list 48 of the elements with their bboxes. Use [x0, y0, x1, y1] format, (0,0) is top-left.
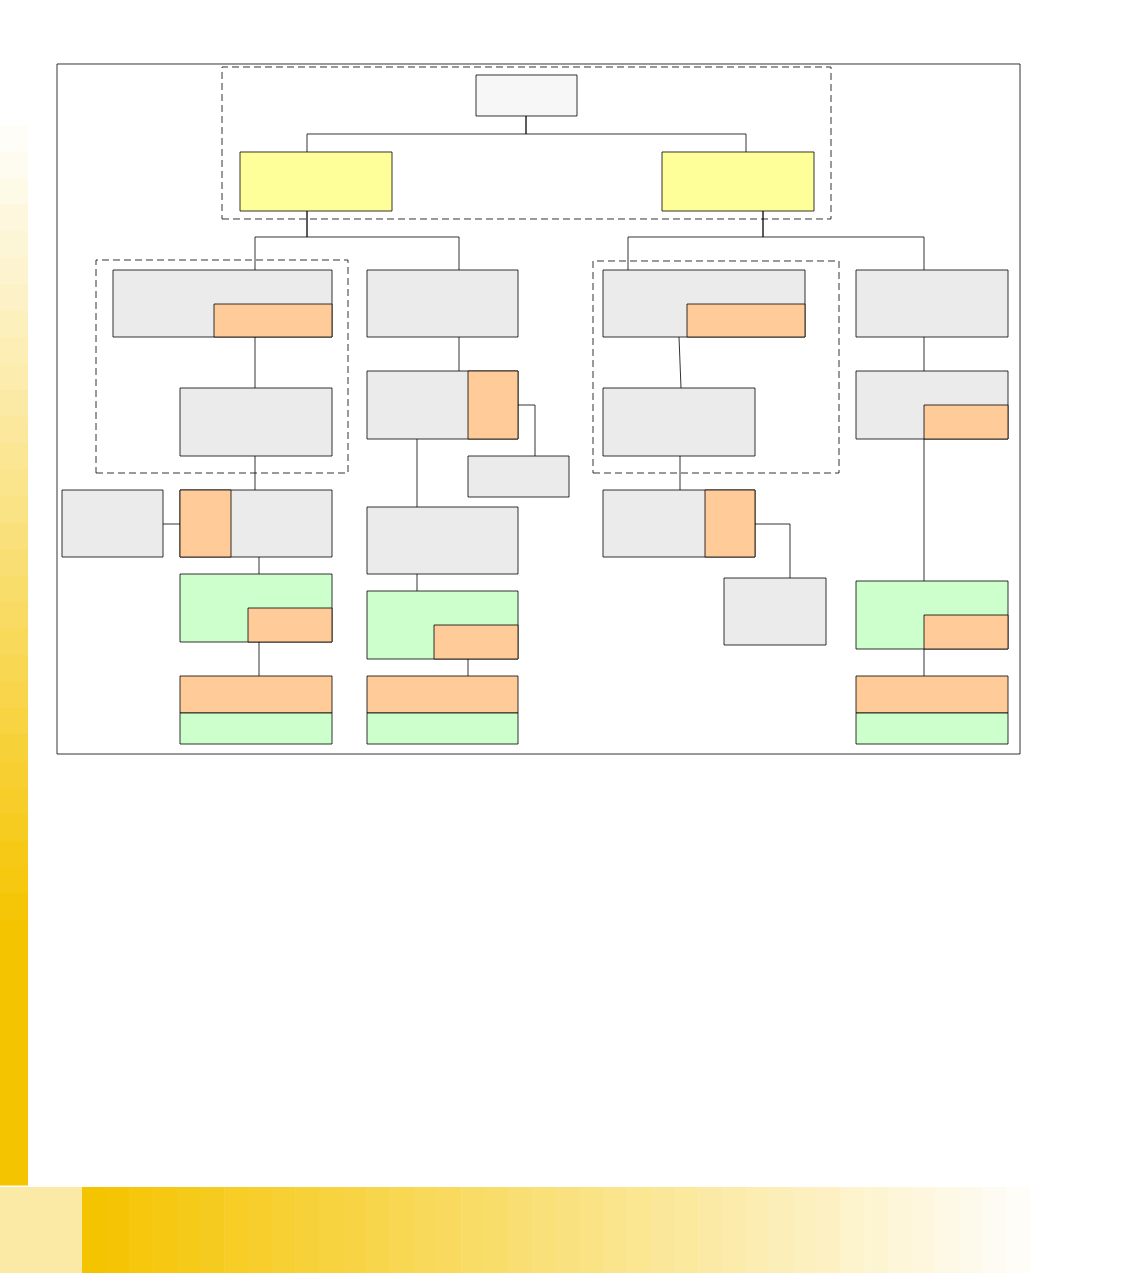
connector-line — [258, 556, 260, 575]
process-box — [213, 303, 333, 338]
process-box — [475, 74, 578, 117]
connector-line — [254, 336, 256, 389]
connector-line — [679, 455, 681, 491]
process-box — [366, 675, 519, 714]
connector-line — [416, 573, 418, 592]
process-box — [723, 577, 827, 646]
process-box — [661, 151, 815, 212]
process-box — [855, 712, 1009, 745]
connector-line — [525, 115, 747, 153]
connector-line — [923, 438, 925, 582]
process-box — [179, 387, 333, 457]
connector-line — [678, 336, 682, 389]
connector-line — [762, 210, 925, 271]
process-box — [467, 370, 519, 440]
process-box — [602, 387, 756, 457]
process-box — [61, 489, 164, 558]
connector-line — [754, 523, 791, 579]
connector-line — [306, 210, 460, 271]
process-box — [239, 151, 393, 212]
process-box — [366, 712, 519, 745]
connector-line — [254, 455, 256, 491]
process-box — [855, 269, 1009, 338]
dashed-group-frame — [221, 66, 832, 220]
process-box — [247, 607, 333, 643]
connector-line — [467, 658, 469, 677]
process-box — [686, 303, 806, 338]
connector-line — [923, 336, 925, 372]
process-box — [433, 624, 519, 660]
connector-line — [416, 438, 418, 508]
process-box — [467, 455, 570, 498]
process-box — [923, 614, 1009, 650]
connector-line — [258, 641, 260, 677]
process-box — [923, 404, 1009, 440]
process-box — [179, 675, 333, 714]
process-box — [855, 675, 1009, 714]
connector-line — [923, 648, 925, 677]
connector-line — [517, 404, 536, 457]
process-box — [704, 489, 756, 558]
process-box — [179, 712, 333, 745]
connector-line — [162, 523, 181, 525]
dashed-group-frame — [95, 259, 349, 474]
connector-line — [458, 336, 460, 372]
process-box — [179, 489, 232, 558]
process-box — [366, 506, 519, 575]
process-box — [366, 269, 519, 338]
dashed-group-frame — [592, 260, 840, 474]
